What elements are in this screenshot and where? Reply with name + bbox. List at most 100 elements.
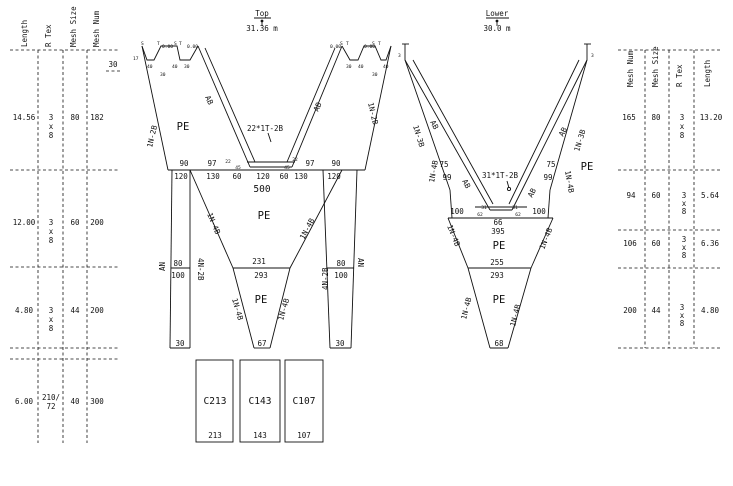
left-header-mesh-size: Mesh Size [69,6,78,47]
lower-panel2-labels: 66 395 PE 1N-4B 1N-4B 255 293 [445,218,554,280]
top-p2-top-60r: 60 [279,172,289,181]
lower-p2-edge-right: 1N-4B [538,226,555,251]
left-row2-rtex-c: 8 [49,236,54,245]
top-corner-small-17: 17 [133,56,139,62]
lower-p1-edge-left-ab1: AB [428,119,440,132]
top-p3-edge-right: 1N-4B [276,297,291,322]
codend-label-c107: C107 [293,396,316,407]
top-fold-8: 40 [383,64,389,70]
top-p2-inner-left-100: 100 [171,271,185,280]
top-corner-label-t4: T [378,41,381,47]
top-fold-4: 30 [184,64,190,70]
right-row4-mesh-size: 44 [651,306,661,315]
top-corner-small-d: 0.00 [364,44,375,50]
lower-panel1-labels: 3 3 1N-3B AB AB AB AB 1N-3B 1N-4B 1N-4B … [398,53,594,218]
right-row1-mesh-size: 80 [651,113,661,122]
codend-box-c107 [284,359,324,443]
left-row3-rtex-c: 8 [49,324,54,333]
codend-boxes: C213 C143 C107 213 143 107 [195,359,324,443]
top-p2-side-label-left: 4N-2B [196,258,205,281]
top-p3-bottom-30r: 30 [335,339,345,348]
codend-label-c143: C143 [249,396,272,407]
lower-p1-num-99r: 99 [543,173,552,182]
lower-p1-num-31r: 31 [512,205,518,211]
right-header-mesh-size: Mesh Size [651,46,660,87]
right-row3-rtex-c: 8 [682,251,687,260]
top-corner-label-s4: S [372,41,375,47]
right-row2-mesh-num: 94 [626,191,636,200]
codend-num-213: 213 [208,431,222,440]
left-row4-rtex-b: 72 [46,402,55,411]
lower-panel-header: Lower 30.0 m [483,9,511,33]
lower-p1-num-100l: 100 [450,207,464,216]
right-header-rtex: R Tex [675,64,684,87]
right-row4-mesh-num: 200 [623,306,637,315]
top-headline: 31.36 m [246,24,278,33]
right-row1-rtex-a: 3 [680,113,685,122]
lower-p3-edge-left: 1N-4B [459,296,473,321]
codend-box-c143 [239,359,281,443]
top-title: Top [255,9,269,18]
top-p2-bottom-231: 231 [252,257,266,266]
lower-p3-bottom-68: 68 [494,339,504,348]
right-row2-rtex-b: x [682,199,687,208]
codend-box-c213 [195,359,234,443]
lower-p1-edge-right-ab1: AB [557,125,569,138]
lower-p1-edge-right-1n4b: 1N-4B [563,170,576,194]
top-p1-bottom-45l: 45 [235,165,241,171]
top-p2-top-120c: 120 [256,172,270,181]
right-row2-length: 5.64 [701,191,720,200]
top-panel2-material: PE [258,210,271,222]
top-panel3-labels: PE 1N-4B 1N-4B 30 67 30 [175,294,345,348]
right-row4-rtex-a: 3 [680,303,685,312]
top-p3-edge-left: 1N-4B [230,297,245,322]
right-row3-rtex-a: 3 [682,235,687,244]
top-fold-3: 40 [172,64,178,70]
right-row4-rtex-c: 8 [680,319,685,328]
right-spec-table: Mesh Num Mesh Size R Tex Length 165 80 3… [618,46,723,349]
left-row1-mesh-size: 80 [70,113,80,122]
lower-p2-top-395: 395 [491,227,505,236]
lower-title: Lower [486,9,509,18]
left-row1-mesh-num: 182 [90,113,104,122]
lower-headline: 30.0 m [483,24,511,33]
left-row1-rtex-c: 8 [49,131,54,140]
left-corner-value: 30 [108,60,118,69]
top-corner-small-a: 0.00 [162,44,173,50]
top-p3-bottom-30l: 30 [175,339,185,348]
right-header-mesh-num: Mesh Num [626,50,635,87]
left-row2-rtex-a: 3 [49,218,54,227]
lower-p2-bottom-293: 293 [490,271,504,280]
top-net-outline [141,45,392,349]
top-p2-top-60l: 60 [232,172,242,181]
top-p2-edge-an-left: AN [158,262,167,271]
lower-p1-num-62r: 62 [515,212,521,218]
top-p3-bottom-67: 67 [257,339,266,348]
left-header-mesh-num: Mesh Num [92,10,101,47]
top-panel3-material: PE [255,294,268,306]
lower-panel1-material: PE [581,161,594,173]
left-row4-mesh-size: 40 [70,397,80,406]
top-hanging-line: 22*1T-2B [247,124,284,133]
left-row1-rtex-b: x [49,122,54,131]
right-row2-mesh-size: 60 [651,191,661,200]
left-row2-length: 12.00 [13,218,36,227]
lower-net-outline [402,43,591,349]
left-row3-mesh-size: 44 [70,306,80,315]
top-p2-top-130r: 130 [294,172,308,181]
top-corner-label-t1: T [157,41,160,47]
top-fold-5: 30 [346,64,352,70]
left-row1-rtex-a: 3 [49,113,54,122]
lower-corner-right: 3 [591,53,594,59]
top-p2-center-number: 500 [253,184,270,195]
top-edge-left-inner: AB [203,94,215,106]
left-header-length: Length [20,20,29,47]
top-p2-inner-right-100: 100 [334,271,348,280]
top-corner-small-b: 0.00 [187,44,198,50]
top-corner-label-s3: S [340,41,343,47]
codend-num-107: 107 [297,431,311,440]
top-p2-inner-right-80: 80 [336,259,346,268]
codend-num-143: 143 [253,431,267,440]
right-row3-mesh-size: 60 [651,239,661,248]
top-corner-label-s2: S [174,41,177,47]
